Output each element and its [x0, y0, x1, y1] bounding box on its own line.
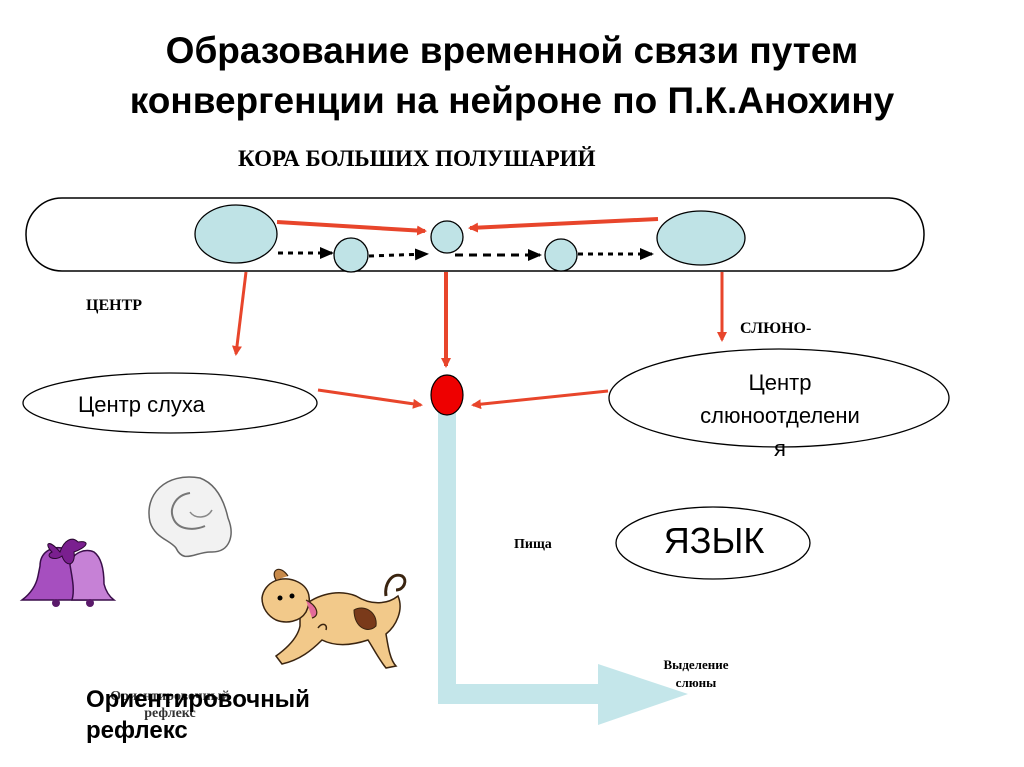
salivation-center-ellipse	[608, 348, 950, 448]
arrow-hearing-to-node	[317, 388, 423, 409]
cortical-neuron-salivation	[656, 210, 746, 266]
cortex-arrow-to-center-right	[468, 217, 659, 233]
cortical-neuron-hearing	[194, 204, 278, 264]
center-label: ЦЕНТР	[86, 297, 143, 314]
orienting-reflex-caption-small: Ориентировочный рефлекс	[80, 688, 260, 722]
title-line-2: конвергенции на нейроне по П.К.Анохину	[129, 80, 895, 121]
dog-icon	[261, 568, 407, 669]
cortex-arrow-to-center-left	[276, 220, 427, 236]
intermediate-neuron-left	[333, 237, 369, 273]
efferent-path	[438, 412, 688, 725]
subcortical-node	[430, 374, 464, 416]
saliva-secretion-line-1: Выделение	[663, 657, 729, 672]
salivation-center-line-2: слюноотделени	[700, 403, 860, 428]
saliva-secretion-label: Выделение слюны	[642, 656, 750, 692]
orienting-reflex-caption: Ориентировочный рефлекс	[86, 684, 310, 746]
orienting-reflex-small-line-2: рефлекс	[144, 706, 196, 721]
arrow-salivation-to-node	[471, 389, 609, 410]
tongue-ellipse	[615, 506, 811, 580]
intermediate-neuron-right	[544, 238, 578, 272]
salivation-center-label: Центр слюноотделени я	[640, 366, 920, 465]
food-label: Пища	[514, 537, 552, 552]
orienting-reflex-line-2: рефлекс	[86, 717, 188, 744]
ear-icon	[148, 476, 232, 558]
salivation-center-line-3: я	[774, 436, 786, 461]
hearing-center-ellipse	[22, 372, 318, 434]
cortex-label: КОРА БОЛЬШИХ ПОЛУШАРИЙ	[238, 146, 596, 171]
salivary-prefix-label: СЛЮНО-	[740, 320, 812, 337]
bell-icon	[19, 538, 117, 607]
orienting-reflex-small-line-1: Ориентировочный	[110, 689, 230, 704]
title-line-1: Образование временной связи путем	[165, 30, 859, 71]
convergence-neuron	[430, 220, 464, 254]
saliva-secretion-line-2: слюны	[675, 675, 717, 690]
tongue-label: ЯЗЫК	[663, 520, 765, 561]
orienting-reflex-line-1: Ориентировочный	[86, 686, 310, 713]
cortex-band	[25, 197, 925, 272]
slide-title: Образование временной связи путем конвер…	[0, 26, 1024, 126]
hearing-center-label: Центр слуха	[78, 392, 205, 417]
arrow-cortex-to-hearing	[232, 271, 248, 356]
salivation-center-line-1: Центр	[748, 370, 812, 395]
